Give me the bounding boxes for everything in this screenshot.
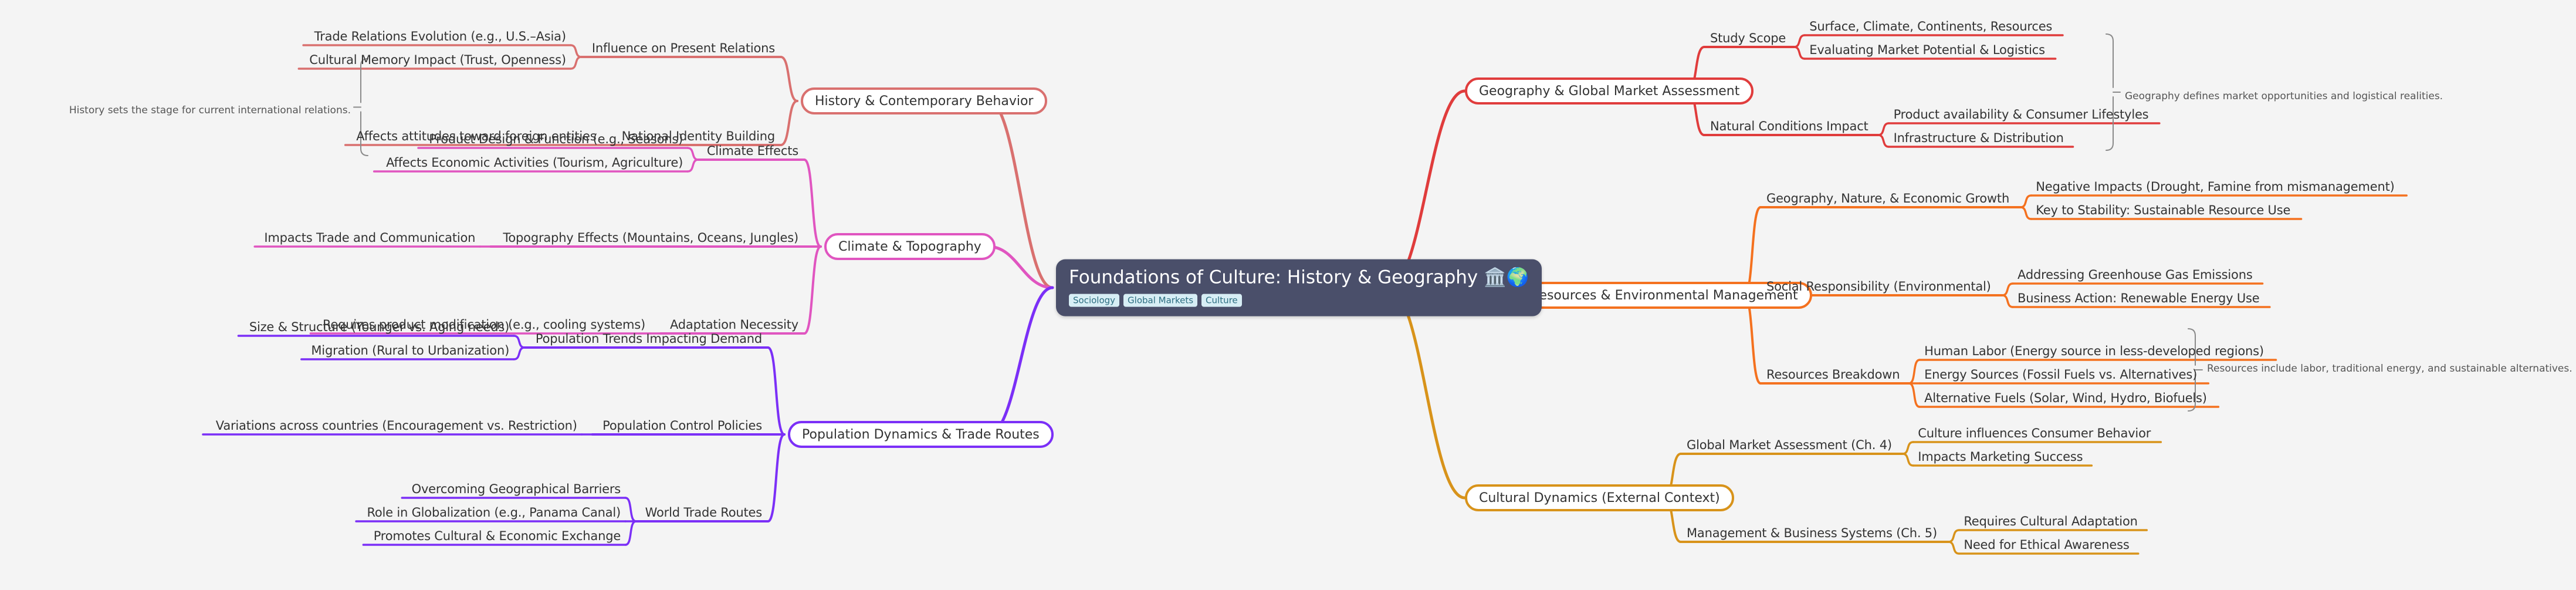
mindmap-link (987, 99, 1054, 289)
mid-node-label[interactable]: Resources Breakdown (1766, 368, 1900, 382)
mindmap-link (2188, 328, 2196, 412)
mid-node-label[interactable]: Geography, Nature, & Economic Growth (1766, 191, 2010, 205)
mindmap-link (803, 159, 822, 248)
mindmap-link (570, 56, 583, 70)
mid-node-label[interactable]: Influence on Present Relations (591, 41, 775, 55)
leaf-node-label[interactable]: Key to Stability: Sustainable Resource U… (2036, 203, 2291, 217)
leaf-node-label[interactable]: Requires product modification (e.g., coo… (322, 318, 645, 332)
mindmap-link (1386, 89, 1467, 289)
mid-node-label[interactable]: Population Trends Impacting Demand (535, 332, 762, 346)
mid-node-label[interactable]: Climate Effects (706, 144, 798, 158)
root-tag[interactable]: Global Markets (1123, 294, 1198, 307)
leaf-node-label[interactable]: Overcoming Geographical Barriers (411, 482, 621, 496)
branch-node-cultural[interactable]: Cultural Dynamics (External Context) (1465, 484, 1734, 511)
mindmap-link (570, 44, 583, 58)
mindmap-link (1386, 286, 1467, 500)
root-tag[interactable]: Sociology (1069, 294, 1120, 307)
mid-node-label[interactable]: Social Responsibility (Environmental) (1766, 279, 1991, 294)
leaf-node-label[interactable]: Cultural Memory Impact (Trust, Openness) (309, 53, 566, 67)
mid-node-label[interactable]: Adaptation Necessity (669, 318, 798, 332)
mindmap-link (1793, 46, 1806, 60)
mindmap-link (987, 245, 1054, 289)
mindmap-link (1908, 359, 1921, 385)
mindmap-link (513, 346, 526, 360)
leaf-node-label[interactable]: Evaluating Market Potential & Logistics (1809, 43, 2045, 57)
mindmap-link (1877, 122, 1890, 136)
leaf-node-label[interactable]: Surface, Climate, Continents, Resources (1809, 19, 2053, 33)
root-title: Foundations of Culture: History & Geogra… (1069, 267, 1529, 288)
branch-node-population[interactable]: Population Dynamics & Trade Routes (788, 421, 1054, 448)
root-node[interactable]: Foundations of Culture: History & Geogra… (1056, 259, 1542, 316)
leaf-node-label[interactable]: Role in Globalization (e.g., Panama Cana… (367, 505, 621, 520)
mindmap-link (767, 433, 786, 522)
leaf-node-label[interactable]: Impacts Marketing Success (1918, 450, 2083, 464)
leaf-node-label[interactable]: Product availability & Consumer Lifestyl… (1893, 107, 2149, 122)
mindmap-link (2001, 282, 2014, 296)
mindmap-link (624, 497, 637, 522)
mindmap-link (360, 58, 368, 156)
leaf-node-label[interactable]: Alternative Fuels (Solar, Wind, Hydro, B… (1924, 391, 2207, 405)
leaf-node-label[interactable]: Promotes Cultural & Economic Exchange (373, 529, 621, 543)
annotation-note-left: History sets the stage for current inter… (69, 104, 351, 116)
mid-node-label[interactable]: National Identity Building (621, 129, 776, 143)
branch-node-climate[interactable]: Climate & Topography (824, 233, 996, 260)
leaf-node-label[interactable]: Variations across countries (Encourageme… (215, 419, 577, 433)
leaf-node-label[interactable]: Trade Relations Evolution (e.g., U.S.–As… (314, 29, 566, 43)
leaf-node-label[interactable]: Requires Cultural Adaptation (1964, 514, 2138, 528)
mid-node-label[interactable]: Population Control Policies (602, 419, 762, 433)
leaf-node-label[interactable]: Energy Sources (Fossil Fuels vs. Alterna… (1924, 368, 2198, 382)
mindmap-link (2019, 194, 2032, 208)
mid-node-label[interactable]: World Trade Routes (645, 505, 763, 520)
mindmap-link (624, 520, 637, 546)
mindmap-link (2019, 206, 2032, 220)
leaf-node-label[interactable]: Size & Structure (Younger vs. Aging need… (249, 320, 510, 334)
mid-node-label[interactable]: Study Scope (1710, 31, 1786, 45)
mid-node-label[interactable]: Global Market Assessment (Ch. 4) (1687, 438, 1892, 452)
mindmap-link (1901, 441, 1914, 455)
leaf-node-label[interactable]: Affects attitudes toward foreign entitie… (356, 129, 597, 143)
mindmap-link (1947, 541, 1961, 555)
mindmap-link (987, 286, 1054, 436)
annotation-note-right-top: Geography defines market opportunities a… (2125, 90, 2443, 102)
annotation-note-right-mid: Resources include labor, traditional ene… (2207, 363, 2572, 375)
mindmap-link (1793, 34, 1806, 48)
mindmap-link (513, 335, 526, 349)
mindmap-link (1877, 134, 1890, 148)
mid-node-label[interactable]: Topography Effects (Mountains, Oceans, J… (503, 231, 798, 245)
leaf-node-label[interactable]: Need for Ethical Awareness (1964, 538, 2130, 552)
mindmap-link (2106, 33, 2114, 151)
mindmap-link (780, 56, 798, 102)
mindmap-link (1947, 529, 1961, 543)
mid-node-label[interactable]: Management & Business Systems (Ch. 5) (1687, 526, 1937, 540)
leaf-node-label[interactable]: Human Labor (Energy source in less-devel… (1924, 344, 2264, 358)
mindmap-link (1901, 453, 1914, 467)
mindmap-link (686, 159, 699, 173)
mindmap-link (780, 100, 798, 146)
branch-node-geography[interactable]: Geography & Global Market Assessment (1465, 77, 1754, 104)
mid-node-label[interactable]: Natural Conditions Impact (1710, 119, 1868, 133)
mindmap-link (1908, 382, 1921, 408)
mindmap-link (803, 245, 822, 335)
leaf-node-label[interactable]: Migration (Rural to Urbanization) (311, 343, 510, 358)
branch-node-history[interactable]: History & Contemporary Behavior (801, 87, 1048, 114)
root-tag[interactable]: Culture (1201, 294, 1242, 307)
mindmap-link (2001, 294, 2014, 308)
mindmap-link (767, 346, 786, 436)
mindmap-link (686, 147, 699, 161)
leaf-node-label[interactable]: Product Design & Function (e.g., Seasons… (429, 132, 683, 146)
leaf-node-label[interactable]: Affects Economic Activities (Tourism, Ag… (386, 156, 683, 170)
leaf-node-label[interactable]: Impacts Trade and Communication (264, 231, 476, 245)
leaf-node-label[interactable]: Infrastructure & Distribution (1893, 131, 2064, 145)
leaf-node-label[interactable]: Addressing Greenhouse Gas Emissions (2018, 268, 2253, 282)
leaf-node-label[interactable]: Culture influences Consumer Behavior (1918, 426, 2151, 440)
leaf-node-label[interactable]: Negative Impacts (Drought, Famine from m… (2036, 180, 2395, 194)
leaf-node-label[interactable]: Business Action: Renewable Energy Use (2018, 291, 2260, 305)
